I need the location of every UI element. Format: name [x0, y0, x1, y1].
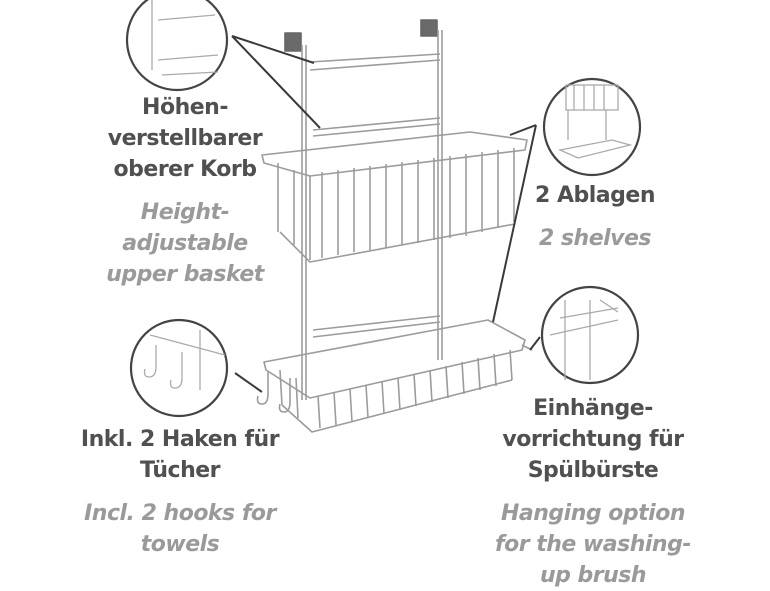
feature-title-en: 2 shelves — [538, 226, 652, 251]
product-illustration — [125, 0, 642, 433]
feature-title-en: Incl. 2 hooks for towels — [84, 501, 276, 557]
feature-title-de: 2 Ablagen — [535, 183, 655, 208]
feature-shelves: 2 Ablagen 2 shelves — [505, 180, 685, 254]
feature-title-de: Einhänge- vorrichtung für Spülbürste — [502, 396, 684, 483]
callout-lines — [231, 35, 541, 393]
detail-circle-shelves — [542, 77, 642, 177]
feature-title-en: Hanging option for the washing- up brush — [495, 501, 691, 588]
feature-title-de: Inkl. 2 Haken für Tücher — [80, 427, 280, 483]
feature-title-en: Height- adjustable upper basket — [106, 200, 264, 287]
feature-title-de: Höhen- verstellbarer oberer Korb — [107, 95, 263, 182]
feature-brush-holder: Einhänge- vorrichtung für Spülbürste Han… — [488, 393, 698, 591]
feature-hooks: Inkl. 2 Haken für Tücher Incl. 2 hooks f… — [70, 424, 290, 560]
wire-rack-drawing — [256, 19, 533, 433]
detail-circle-hooks — [129, 318, 229, 418]
product-infographic: Höhen- verstellbarer oberer Korb Height-… — [70, 0, 691, 588]
feature-upper-basket: Höhen- verstellbarer oberer Korb Height-… — [95, 92, 275, 290]
detail-circle-height-adjust — [125, 0, 229, 92]
